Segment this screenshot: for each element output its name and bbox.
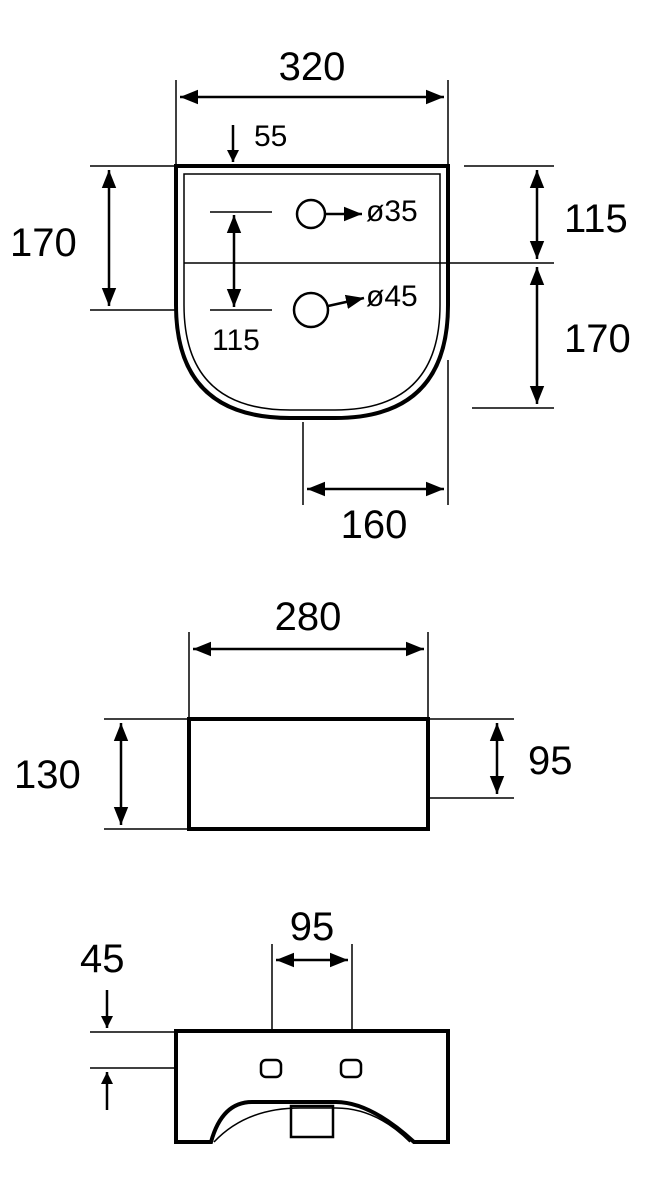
hole1-diameter-label: ø35 xyxy=(366,195,418,228)
front-view: 280 130 95 xyxy=(14,595,573,831)
drain-hole xyxy=(292,291,330,329)
right-lower-label: 170 xyxy=(564,317,631,361)
back-hole-spacing-label: 95 xyxy=(290,905,335,949)
basin-inner-outline xyxy=(183,173,441,411)
tap-hole-small xyxy=(295,198,327,230)
overflow-block xyxy=(289,1104,335,1139)
mount-hole-right xyxy=(339,1058,363,1079)
front-height-label: 130 xyxy=(14,753,81,797)
hole2-arrow xyxy=(327,294,365,309)
right-upper-label: 115 xyxy=(564,197,628,241)
front-body xyxy=(187,717,430,831)
edge-offset-label: 55 xyxy=(254,120,287,153)
back-body xyxy=(174,1029,450,1144)
left-depth-label: 170 xyxy=(10,221,77,265)
width-label: 320 xyxy=(279,45,346,89)
back-hole-height-label: 45 xyxy=(80,937,125,981)
half-width-label: 160 xyxy=(341,503,408,547)
back-view: 95 45 xyxy=(80,905,450,1144)
hole2-diameter-label: ø45 xyxy=(366,280,418,313)
top-view: ø35 ø45 320 55 170 115 115 170 xyxy=(10,45,631,547)
front-width-label: 280 xyxy=(275,595,342,639)
basin-outline xyxy=(174,164,450,420)
hole-spacing-label: 115 xyxy=(212,324,260,357)
front-inner-height-label: 95 xyxy=(528,739,573,783)
mount-hole-left xyxy=(259,1058,283,1079)
